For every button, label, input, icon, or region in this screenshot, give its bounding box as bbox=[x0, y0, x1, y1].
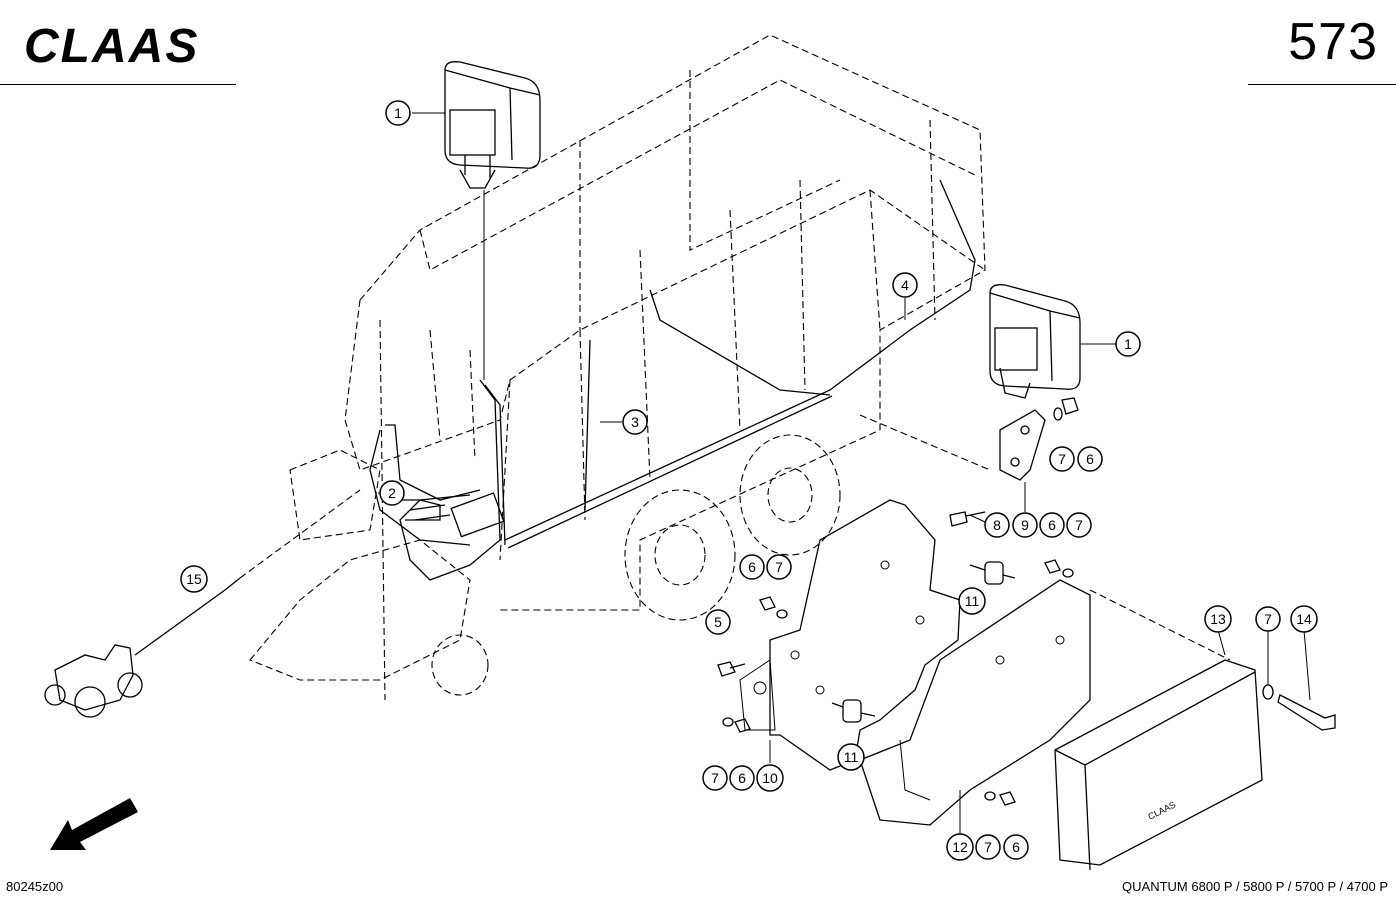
svg-text:7: 7 bbox=[711, 770, 719, 786]
callout-14: 14 bbox=[1290, 605, 1318, 633]
callout-2: 2 bbox=[379, 480, 405, 506]
callout-6-bracket: 6 bbox=[1077, 446, 1103, 472]
svg-text:7: 7 bbox=[775, 559, 783, 575]
callout-7-bottom: 7 bbox=[975, 834, 1001, 860]
page-number: 573 bbox=[1288, 13, 1378, 71]
svg-text:6: 6 bbox=[738, 770, 746, 786]
callout-3: 3 bbox=[622, 409, 648, 435]
rubber-mount-upper-icon bbox=[969, 561, 1016, 585]
claas-logo-text: CLAAS bbox=[24, 20, 199, 70]
callout-11-upper: 11 bbox=[958, 587, 986, 615]
svg-text:7: 7 bbox=[1075, 517, 1083, 533]
callout-8: 8 bbox=[984, 512, 1010, 538]
figure-code: 80245z00 bbox=[6, 879, 64, 894]
callout-6-upper-left: 6 bbox=[739, 554, 765, 580]
svg-text:15: 15 bbox=[186, 571, 202, 587]
model-list: QUANTUM 6800 P / 5800 P / 5700 P / 4700 … bbox=[1122, 879, 1388, 894]
header-rule-right bbox=[1248, 84, 1396, 85]
svg-text:14: 14 bbox=[1296, 611, 1312, 627]
svg-text:12: 12 bbox=[952, 839, 968, 855]
callout-7-lower-left: 7 bbox=[702, 765, 728, 791]
callout-12: 12 bbox=[946, 833, 974, 861]
header-rule-left bbox=[0, 84, 236, 85]
callout-15: 15 bbox=[180, 565, 208, 593]
svg-text:7: 7 bbox=[984, 839, 992, 855]
svg-text:6: 6 bbox=[1012, 839, 1020, 855]
svg-text:4: 4 bbox=[901, 277, 909, 293]
callout-1-right: 1 bbox=[1115, 331, 1141, 357]
callout-7-upper-left: 7 bbox=[766, 554, 792, 580]
svg-text:11: 11 bbox=[844, 749, 859, 765]
rubber-mount-lower-icon bbox=[831, 699, 876, 723]
leader-lines bbox=[378, 112, 1311, 835]
callout-11-lower: 11 bbox=[837, 743, 865, 771]
svg-text:6: 6 bbox=[1086, 451, 1094, 467]
svg-text:13: 13 bbox=[1210, 611, 1226, 627]
module-label-text: CLAAS bbox=[1146, 799, 1177, 821]
callout-9: 9 bbox=[1012, 512, 1038, 538]
svg-text:5: 5 bbox=[714, 614, 722, 630]
callout-6-lower-left: 6 bbox=[729, 765, 755, 791]
svg-text:11: 11 bbox=[965, 593, 980, 609]
callout-10: 10 bbox=[756, 764, 784, 792]
callout-7-module: 7 bbox=[1255, 606, 1281, 632]
lamp-right-icon bbox=[989, 284, 1081, 399]
callout-13: 13 bbox=[1204, 605, 1232, 633]
svg-text:10: 10 bbox=[762, 770, 778, 786]
callout-6-bottom: 6 bbox=[1003, 834, 1029, 860]
control-module-icon: CLAAS bbox=[1054, 659, 1263, 871]
svg-text:6: 6 bbox=[1048, 517, 1056, 533]
callout-4: 4 bbox=[892, 272, 918, 298]
svg-text:3: 3 bbox=[631, 414, 639, 430]
tractor-icon bbox=[44, 644, 143, 718]
svg-text:2: 2 bbox=[388, 485, 396, 501]
svg-text:9: 9 bbox=[1021, 517, 1029, 533]
callout-6-center: 6 bbox=[1039, 512, 1065, 538]
lamp-bracket-shape bbox=[999, 409, 1046, 481]
direction-arrow-icon bbox=[50, 798, 138, 850]
svg-text:7: 7 bbox=[1058, 451, 1066, 467]
plate-right-shape bbox=[859, 579, 1091, 826]
svg-text:7: 7 bbox=[1264, 611, 1272, 627]
svg-text:1: 1 bbox=[394, 105, 402, 121]
plate-left-shape bbox=[739, 499, 961, 771]
svg-text:8: 8 bbox=[993, 517, 1001, 533]
svg-text:6: 6 bbox=[748, 559, 756, 575]
callout-1-top: 1 bbox=[385, 100, 411, 126]
svg-text:1: 1 bbox=[1124, 336, 1132, 352]
wiring-harness bbox=[369, 179, 976, 581]
callout-5: 5 bbox=[705, 609, 731, 635]
claas-logo: CLAAS bbox=[24, 20, 199, 70]
wagon-phantom-outline bbox=[249, 34, 986, 701]
callout-7-bracket: 7 bbox=[1049, 446, 1075, 472]
lamp-top-icon bbox=[444, 61, 541, 189]
tractor-cable-shape bbox=[134, 577, 241, 656]
callout-7-center: 7 bbox=[1066, 512, 1092, 538]
